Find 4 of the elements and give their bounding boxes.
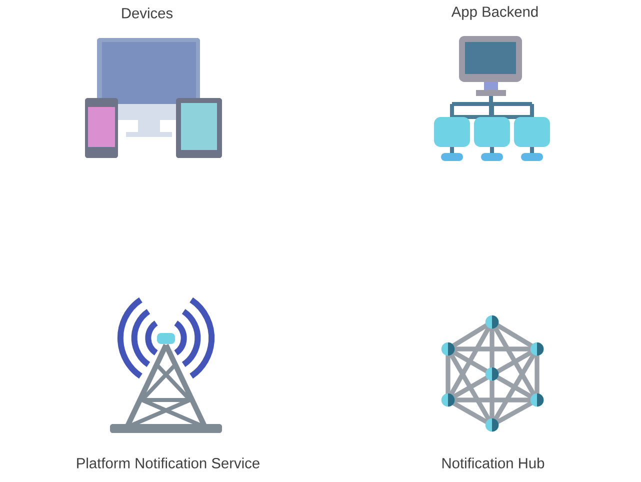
node-label: Platform Notification Service: [77, 458, 260, 468]
node-label: Notification Hub: [442, 458, 544, 468]
node-label: App Backend: [451, 6, 538, 20]
node-label: Devices: [122, 8, 173, 18]
